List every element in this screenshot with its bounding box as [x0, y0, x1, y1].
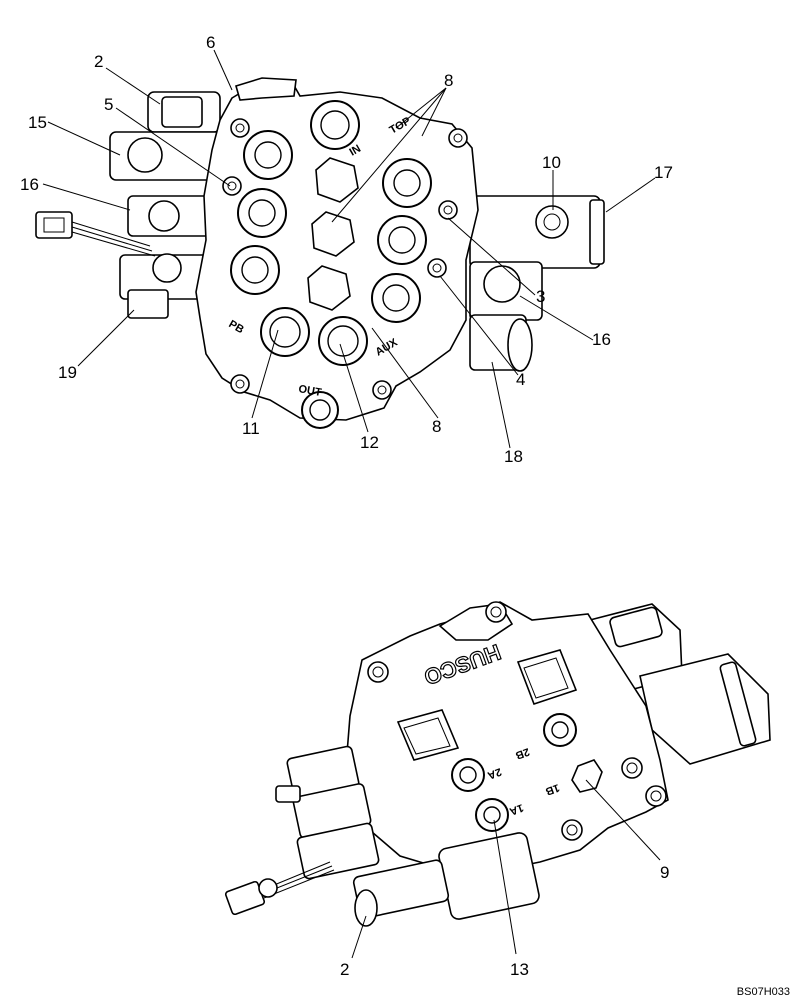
callout-18: 18: [504, 447, 523, 466]
top-mounting-bolts: [222, 118, 468, 400]
callout-11: 11: [242, 419, 260, 438]
right-spool-caps: [469, 195, 605, 372]
stamp-1a: 1A: [508, 801, 525, 817]
stamp-2a: 2A: [486, 765, 503, 781]
bottom-raised-pads: [396, 649, 578, 761]
bottom-valve-view: HUSCO 2B 2A 1B 1A: [224, 601, 771, 927]
drawing-code: BS07H033: [736, 986, 790, 998]
callout-10: 10: [542, 153, 561, 172]
callout-4: 4: [516, 370, 525, 389]
callout-9: 9: [660, 863, 669, 882]
stamp-2b: 2B: [514, 745, 531, 761]
bottom-callouts: 9 2 13: [340, 863, 669, 979]
callout-8-bottom: 8: [432, 417, 441, 436]
bottom-mounting-holes: [367, 601, 667, 841]
callout-16-right: 16: [592, 330, 611, 349]
callout-2-top: 2: [94, 52, 103, 71]
callout-17: 17: [654, 163, 673, 182]
callout-2-bottom: 2: [340, 960, 349, 979]
top-callouts: 2 6 8 5 15 10 17 16 3 16 4 19 11 12 8 18: [20, 33, 673, 466]
bottom-left-spools: [275, 745, 540, 927]
callout-15: 15: [28, 113, 47, 132]
callout-5: 5: [104, 95, 113, 114]
top-leader-lines: [42, 49, 656, 449]
top-ports-center: [260, 100, 368, 429]
callout-12: 12: [360, 433, 379, 452]
stamp-out: OUT: [297, 383, 322, 399]
stamp-in: IN: [348, 143, 364, 159]
callout-3: 3: [536, 287, 545, 306]
wire-harness-top: [35, 211, 156, 257]
callout-13: 13: [510, 960, 529, 979]
callout-6: 6: [206, 33, 215, 52]
left-spool-caps: [109, 91, 223, 319]
stamp-1b: 1B: [544, 781, 561, 797]
top-ports-left: [230, 130, 293, 295]
bottom-leader-lines: [351, 779, 661, 959]
callout-8-top: 8: [444, 71, 453, 90]
callout-19: 19: [58, 363, 77, 382]
top-valve-view: IN TOP PB AUX OUT: [35, 77, 605, 429]
callout-16-left: 16: [20, 175, 39, 194]
bottom-ports: [451, 713, 603, 832]
wire-harness-bottom: [224, 861, 335, 916]
top-ports-right: [371, 158, 432, 323]
